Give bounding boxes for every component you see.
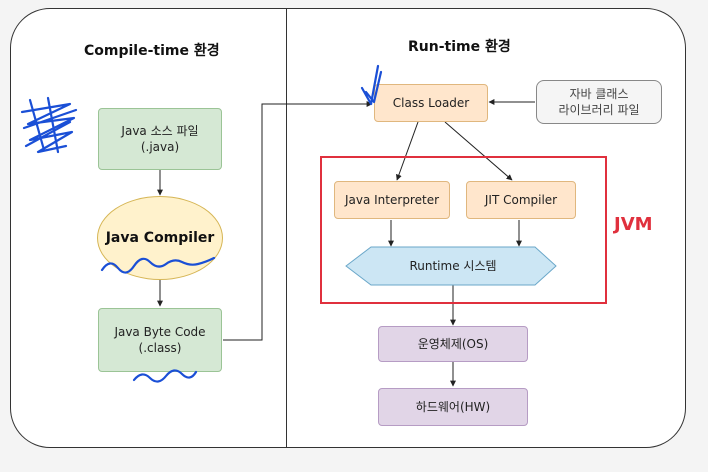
section-divider [286,8,287,448]
run-time-title: Run-time 환경 [408,39,511,55]
java-source-file-node: Java 소스 파일 (.java) [98,108,222,170]
java-compiler-node: Java Compiler [97,196,223,280]
jit-label: JIT Compiler [484,192,558,207]
java-source-line1: Java 소스 파일 [121,123,199,138]
jvm-label: JVM [614,214,653,235]
class-library-line1: 자바 클래스 [569,86,629,101]
byte-code-line2: (.class) [138,341,182,355]
class-library-line2: 라이브러리 파일 [558,103,640,117]
java-source-line2: (.java) [140,140,180,154]
java-interpreter-node: Java Interpreter [334,181,450,219]
os-node: 운영체제(OS) [378,326,528,362]
java-class-library-node: 자바 클래스 라이브러리 파일 [536,80,662,124]
os-label: 운영체제(OS) [417,336,489,351]
compile-time-title: Compile-time 환경 [84,43,220,59]
arrow-classloader-to-interpreter [396,121,419,181]
java-compiler-label: Java Compiler [105,230,215,246]
runtime-system-node: Runtime 시스템 [371,247,535,285]
java-byte-code-node: Java Byte Code (.class) [98,308,222,372]
runtime-system-hexagon [345,246,557,286]
arrow-classloader-to-jit [444,121,513,181]
byte-code-line1: Java Byte Code [114,324,206,339]
class-loader-node: Class Loader [374,84,488,122]
jvm-boundary [320,156,607,304]
class-loader-label: Class Loader [392,95,470,110]
hw-node: 하드웨어(HW) [378,388,528,426]
interpreter-label: Java Interpreter [344,192,440,207]
jit-compiler-node: JIT Compiler [466,181,576,219]
arrow-bytecode-to-classloader [223,101,373,341]
runtime-system-label: Runtime 시스템 [409,258,497,273]
hw-label: 하드웨어(HW) [415,399,491,414]
